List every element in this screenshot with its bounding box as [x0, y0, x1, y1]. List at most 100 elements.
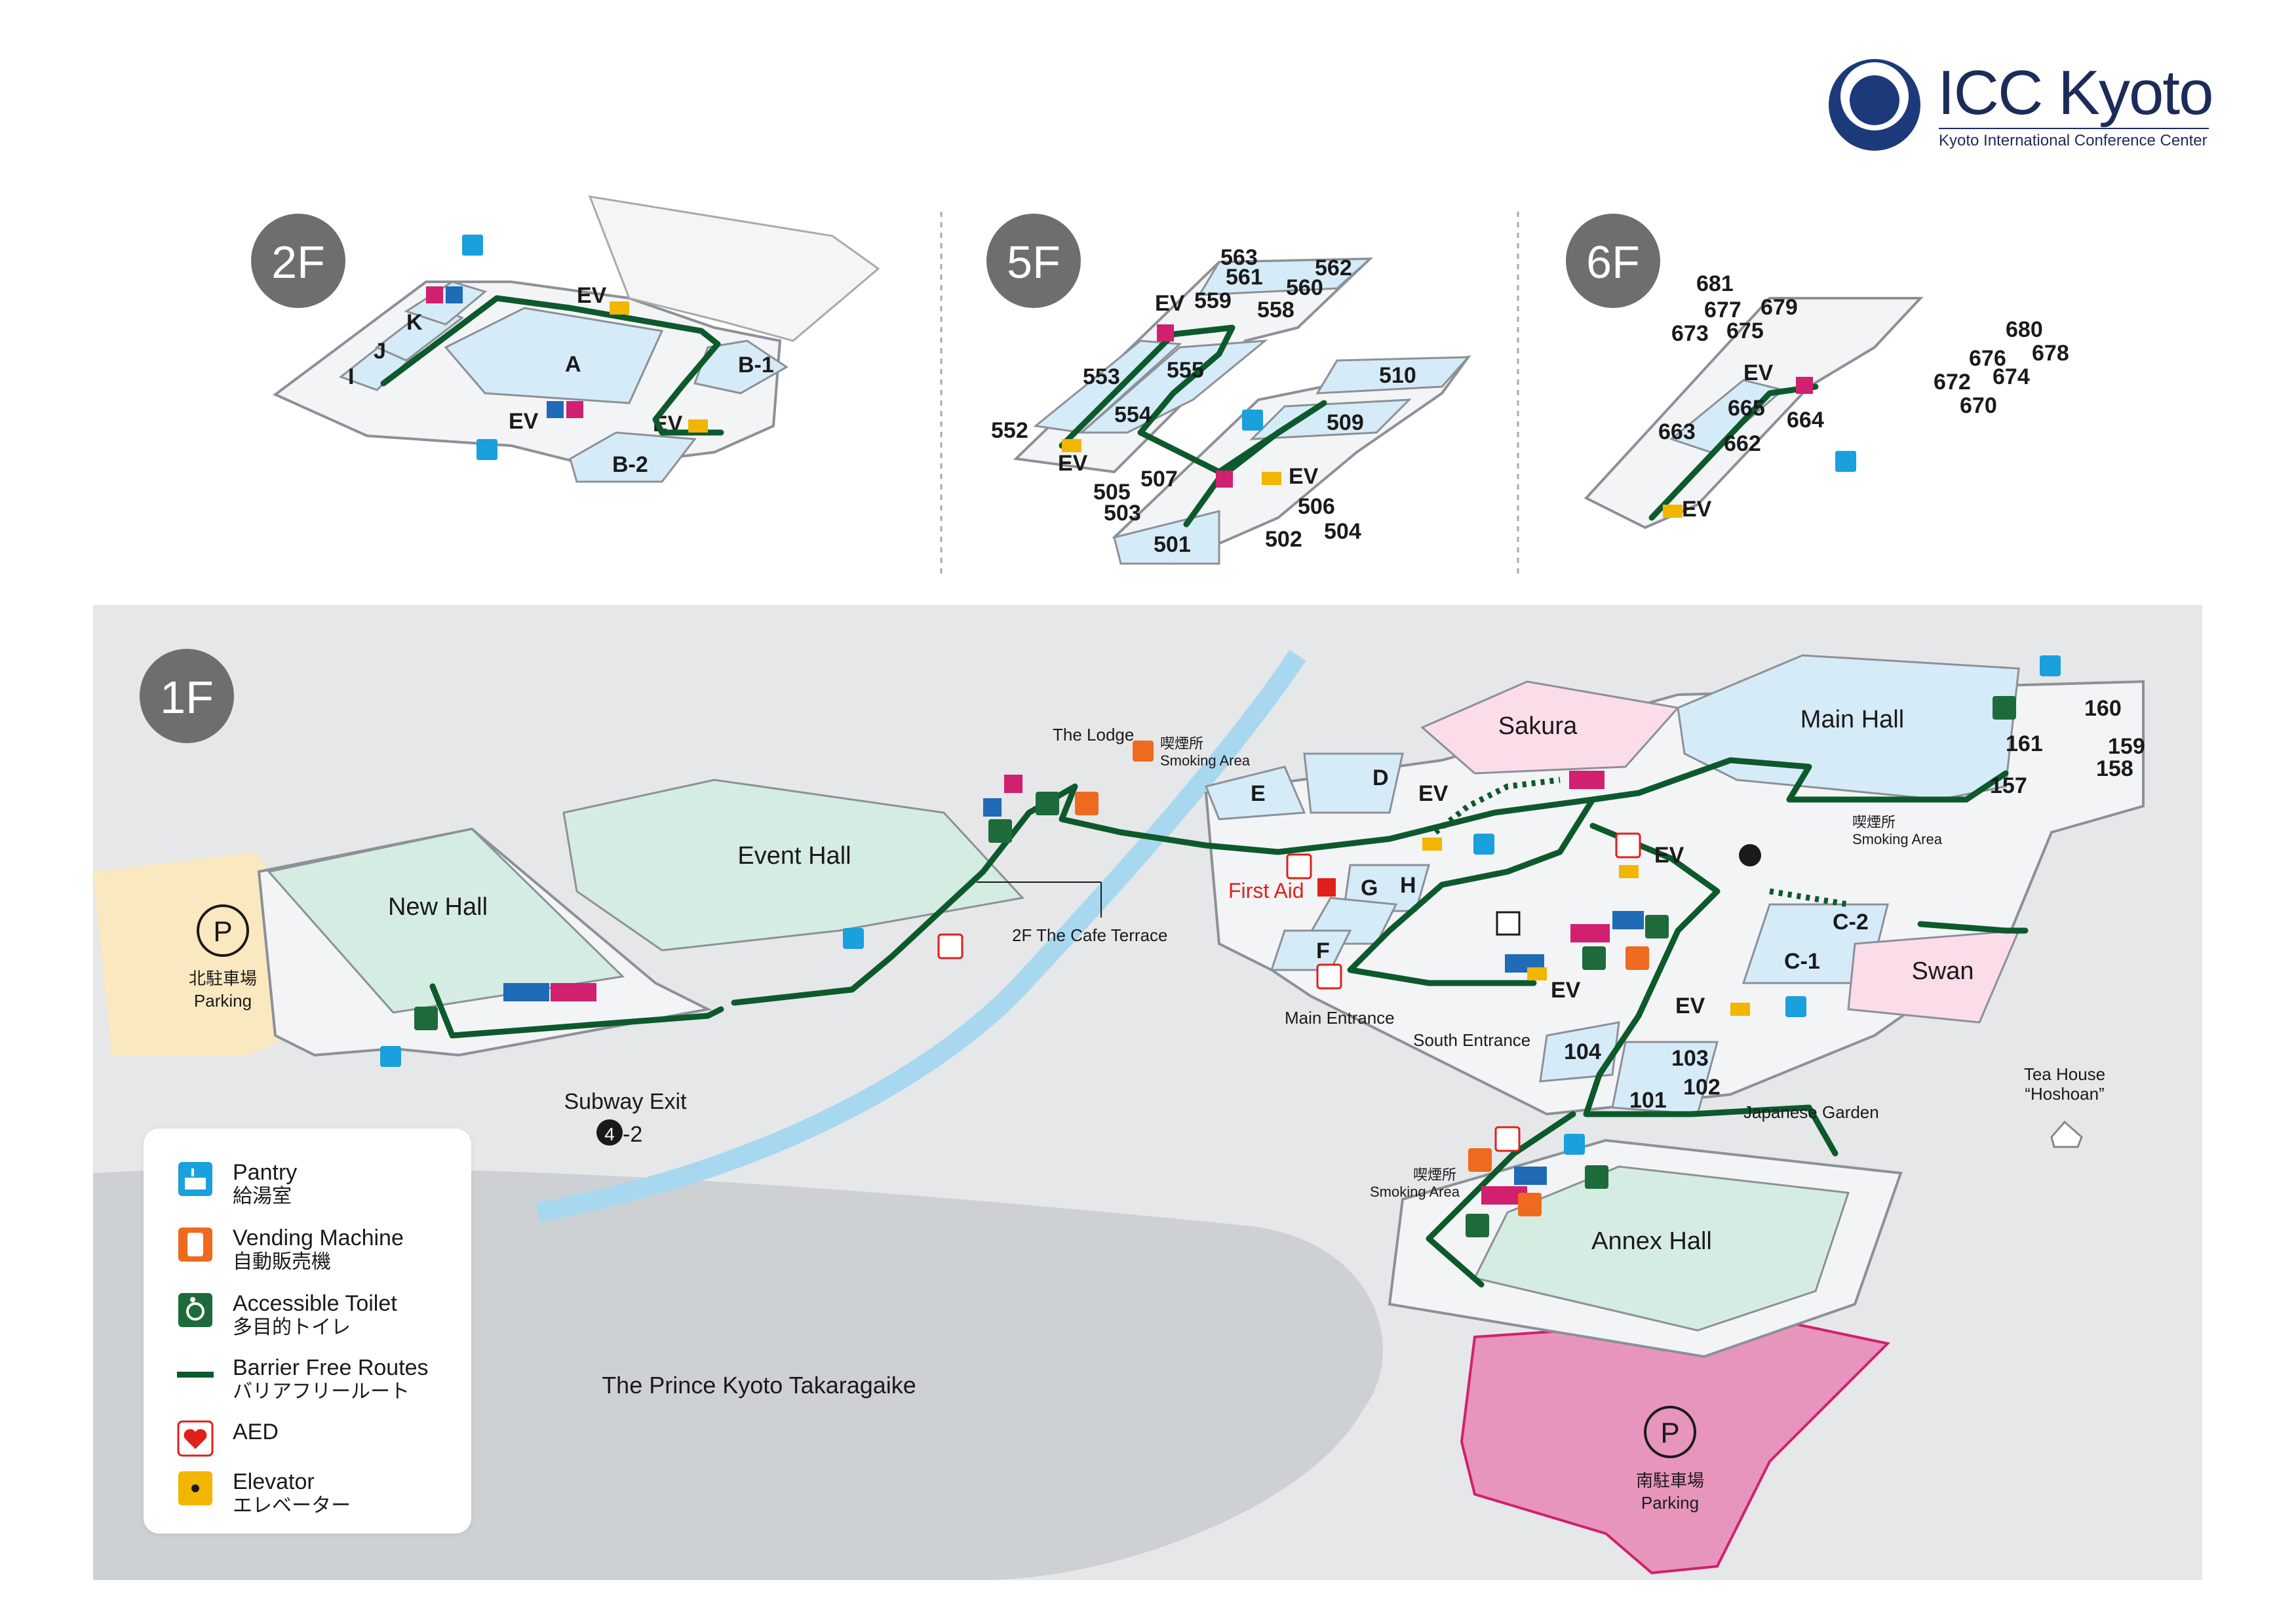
room-d-label: D [1372, 765, 1389, 790]
room-158-label: 158 [2096, 756, 2133, 781]
subway-exit-label: Subway Exit [564, 1089, 687, 1114]
room-k-label: K [406, 310, 423, 335]
floor-6f-ev-label-1: EV [1743, 360, 1774, 385]
1f-vending-machine-annex-2 [1518, 1193, 1542, 1216]
room-506-label: 506 [1298, 494, 1335, 519]
event-hall [562, 779, 1024, 952]
floor-5f-plan: 5F 563 562 561 560 559 558 553 555 554 5… [986, 214, 1471, 566]
room-504-label: 504 [1324, 519, 1361, 544]
south-parking-area [1460, 1315, 1891, 1575]
room-501-label: 501 [1154, 532, 1191, 557]
room-554-label: 554 [1114, 402, 1152, 427]
legend-barrier-jp: バリアフリールート [233, 1380, 410, 1403]
floor-2f-ev-label-1: EV [577, 283, 607, 308]
room-c2-label: C-2 [1833, 910, 1869, 935]
1f-toilet-pink-sakura [1569, 771, 1605, 789]
room-561-label: 561 [1226, 265, 1263, 290]
accessible-toilet-icon [176, 1291, 214, 1329]
floor-5f-route [1059, 324, 1327, 528]
pantry-icon [176, 1160, 214, 1198]
route-north [731, 783, 1642, 1006]
floor-6f-elevator [1663, 505, 1683, 518]
route-south [1583, 822, 1839, 1157]
room-b1 [693, 339, 788, 395]
room-c1-label: C-1 [1784, 949, 1820, 974]
new-hall [267, 828, 625, 1014]
1f-accessible-toilet-newhall [414, 1007, 438, 1030]
floor-5f-elevator-2 [1262, 472, 1281, 485]
1f-vending-machine-center [1625, 946, 1649, 970]
1f-accessible-toilet-2 [988, 819, 1012, 843]
aed-icon [176, 1420, 214, 1458]
route-main-hall [1635, 757, 2009, 803]
floor-6f-pantry-icon [1835, 451, 1856, 472]
tea-house-label: Tea House [2024, 1064, 2105, 1084]
floor-5f-badge [986, 214, 1081, 308]
south-parking-jp: 南駐車場 [1636, 1471, 1704, 1491]
legend-item-aed: AED [176, 1420, 279, 1458]
floor-5f-ev-label-1: EV [1155, 291, 1185, 316]
room-103-label: 103 [1671, 1046, 1709, 1071]
room-510-label: 510 [1379, 363, 1416, 388]
swan-room [1847, 929, 2021, 1024]
1f-accessible-toilet-center [1645, 915, 1669, 938]
room-662-label: 662 [1724, 431, 1761, 456]
room-560-label: 560 [1286, 275, 1323, 300]
room-558-label: 558 [1257, 298, 1294, 322]
legend-pantry-en: Pantry [233, 1160, 298, 1185]
room-675-label: 675 [1726, 319, 1764, 343]
route-dotted-2 [1769, 888, 1849, 908]
1f-elevator-d [1422, 838, 1442, 851]
floor-6f-ev-label-2: EV [1682, 497, 1712, 522]
1f-pantry-annex [1564, 1134, 1585, 1155]
room-j-label: J [374, 339, 386, 364]
cafe-terrace-label: 2F The Cafe Terrace [1012, 925, 1168, 945]
room-e-label: E [1251, 781, 1266, 806]
rooms-561-563 [1197, 258, 1373, 296]
1f-toilet-pink-lodge [1004, 775, 1022, 793]
room-157-label: 157 [1990, 773, 2027, 798]
room-664-label: 664 [1787, 408, 1824, 433]
1f-elevator-center [1619, 865, 1639, 878]
1f-aed-main-entrance [1316, 963, 1342, 990]
icc-kyoto-logo: ICC Kyoto Kyoto International Conference… [1822, 56, 2228, 154]
1f-ev-label-south: EV [1551, 978, 1581, 1003]
room-b1-label: B-1 [738, 353, 774, 377]
1f-vending-machine-lodge [1075, 792, 1099, 815]
room-562-label: 562 [1315, 256, 1352, 280]
1f-toilet-blue-annex [1514, 1167, 1547, 1185]
logo-divider [1939, 128, 2209, 129]
floor-5f-ev-label-3: EV [1289, 464, 1319, 489]
south-parking-icon [1644, 1406, 1696, 1458]
floor-2f-label: 2F [271, 237, 325, 288]
1f-toilet-pink-newhall [551, 983, 596, 1001]
legend-vending-jp: 自動販売機 [233, 1250, 331, 1273]
south-entrance-label: South Entrance [1413, 1030, 1530, 1050]
room-161-label: 161 [2006, 731, 2043, 756]
floor-5f-elevator-1 [1062, 439, 1081, 452]
smoking-en-annex: Smoking Area [1370, 1184, 1460, 1200]
smoking-jp-annex: 喫煙所 [1413, 1167, 1456, 1184]
route-dotted-1 [1433, 777, 1561, 835]
1f-accessible-toilet-annex [1585, 1165, 1608, 1189]
floor-2f-pantry-icon-1 [462, 235, 483, 256]
cafe-icon [1739, 844, 1761, 866]
smoking-jp-mainhall: 喫煙所 [1852, 815, 1896, 831]
north-parking-icon [197, 904, 249, 957]
vending-machine-icon [176, 1226, 214, 1264]
floor-1f-badge [140, 649, 234, 743]
subway-exit-sub: -2 [623, 1122, 642, 1147]
1f-accessible-toilet-mainhall [1993, 696, 2016, 720]
legend-aed-en: AED [233, 1420, 279, 1444]
logo-subtitle: Kyoto International Conference Center [1939, 132, 2208, 149]
north-parking-symbol: P [213, 916, 232, 948]
room-679-label: 679 [1761, 295, 1798, 320]
route-new-hall [429, 983, 724, 1039]
room-509-label: 509 [1327, 410, 1364, 435]
room-665-label: 665 [1728, 396, 1765, 421]
logo-mark-icon [1829, 59, 1920, 151]
